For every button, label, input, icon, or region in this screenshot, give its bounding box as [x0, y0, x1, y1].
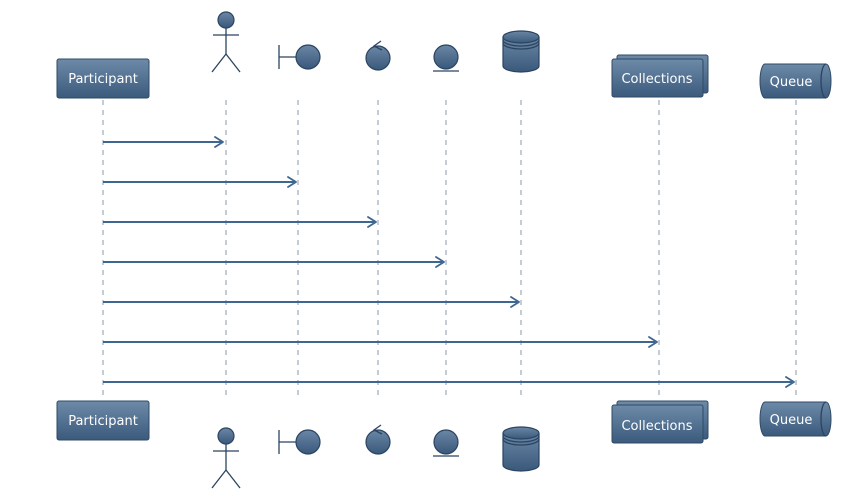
message-to-actor [103, 136, 224, 148]
boundary-icon [278, 429, 321, 455]
message-to-control [103, 216, 377, 228]
control-icon [365, 424, 391, 455]
boundary-icon [278, 44, 321, 70]
messages [103, 136, 795, 388]
collections-box-top: Collections [611, 54, 709, 98]
participant-box-top: Participant [56, 58, 150, 99]
message-to-boundary [103, 176, 297, 188]
lifelines [102, 100, 797, 398]
message-to-queue [103, 376, 795, 388]
entity-icon [433, 429, 459, 457]
collections-label-top: Collections [621, 72, 692, 87]
collections-box-bottom: Collections [611, 400, 709, 444]
actor-icon [211, 427, 241, 489]
message-to-database [103, 296, 520, 308]
actor-icon [211, 11, 241, 73]
database-icon [502, 426, 540, 472]
participant-label-top: Participant [68, 72, 138, 87]
participant-box-bottom: Participant [56, 400, 150, 441]
queue-label-bottom: Queue [770, 413, 813, 428]
queue-label-top: Queue [770, 75, 813, 90]
collections-label-bottom: Collections [621, 419, 692, 434]
control-icon [365, 40, 391, 71]
queue-box-bottom: Queue [759, 401, 832, 437]
participant-label-bottom: Participant [68, 414, 138, 429]
entity-icon [433, 44, 459, 72]
queue-box-top: Queue [759, 63, 832, 99]
message-to-collections [103, 336, 658, 348]
message-to-entity [103, 256, 445, 268]
database-icon [502, 30, 540, 73]
